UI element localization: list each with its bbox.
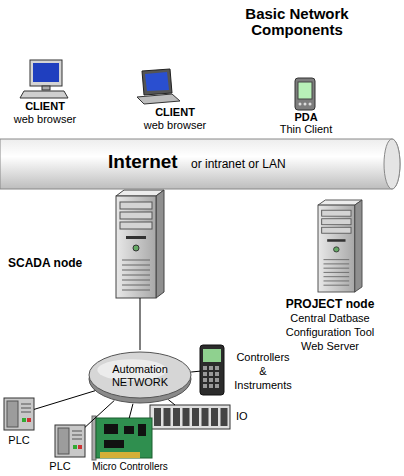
server-node: PROJECT nodeCentral Datbase Configuratio… <box>318 200 362 292</box>
pda-icon <box>295 78 315 110</box>
pda-icon <box>299 103 302 106</box>
desktop-computer-icon <box>42 86 50 90</box>
handheld-controller-icon <box>203 372 207 376</box>
io-rack-icon <box>173 408 180 426</box>
node-label: PROJECT node <box>270 297 390 311</box>
plc-icon <box>55 425 85 457</box>
node-label: CLIENT <box>135 106 215 119</box>
handheld-controller-icon <box>215 372 219 376</box>
network-ellipse <box>89 352 191 398</box>
laptop-icon <box>137 69 180 104</box>
io-rack-icon <box>164 408 171 426</box>
network-tube <box>0 139 400 189</box>
device-node: PLC <box>55 425 85 457</box>
connector-line <box>168 400 175 405</box>
node-label: PLC <box>0 434 39 447</box>
network-band: Internet or intranet or LAN <box>0 138 404 190</box>
handheld-controller-icon <box>215 366 219 370</box>
handheld-controller-icon <box>215 378 219 382</box>
node-label: web browser <box>5 113 85 126</box>
connector-line <box>34 391 95 410</box>
node-label: PLC <box>40 460 80 473</box>
connector-line <box>85 400 114 427</box>
connector-line <box>129 404 133 418</box>
server-icon <box>318 200 362 292</box>
network-tube <box>384 139 400 189</box>
device-node: Controllers & Instruments <box>200 345 224 395</box>
handheld-controller-icon <box>215 384 219 388</box>
plc-icon <box>4 398 34 430</box>
node-label: Central Datbase Configuration Tool Web S… <box>275 311 385 353</box>
node-label: Controllers & Instruments <box>232 350 294 392</box>
circuit-board-icon <box>104 424 118 434</box>
laptop-icon <box>145 72 169 91</box>
network-hub: Automation NETWORK <box>88 350 192 404</box>
device-node: Micro Controllers <box>96 418 152 458</box>
node-label: SCADA node <box>8 256 82 270</box>
desktop-computer-icon <box>20 60 68 98</box>
circuit-board-icon <box>138 424 146 436</box>
handheld-controller-icon <box>203 366 207 370</box>
io-rack-icon <box>202 408 209 426</box>
pda-node: PDAThin Client <box>295 78 315 110</box>
handheld-controller-icon <box>200 345 224 395</box>
connector-line <box>140 298 141 350</box>
io-rack-icon <box>221 408 228 426</box>
device-node: IO <box>150 405 230 429</box>
node-label: Thin Client <box>271 123 341 136</box>
io-rack-icon <box>154 408 161 426</box>
handheld-controller-icon <box>203 349 221 362</box>
node-label: IO <box>236 410 248 423</box>
handheld-controller-icon <box>209 372 213 376</box>
io-rack-icon <box>211 408 218 426</box>
client-icon: CLIENTweb browser <box>22 60 66 98</box>
handheld-controller-icon <box>209 366 213 370</box>
laptop-icon <box>142 69 172 95</box>
circuit-board-icon <box>96 418 152 458</box>
diagram-title: Basic Network Components <box>232 6 362 38</box>
io-rack-icon <box>150 405 230 429</box>
node-label: web browser <box>135 119 215 132</box>
node-label: Micro Controllers <box>80 460 180 473</box>
handheld-controller-icon <box>200 345 224 395</box>
desktop-computer-icon <box>20 91 68 98</box>
desktop-computer-icon <box>33 63 59 82</box>
pda-icon <box>295 78 315 110</box>
node-label: CLIENT <box>5 100 85 113</box>
device-node: PLC <box>4 398 34 430</box>
io-rack-icon <box>183 408 190 426</box>
connector-line <box>191 371 200 373</box>
circuit-board-icon <box>92 416 152 460</box>
handheld-controller-icon <box>203 378 207 382</box>
circuit-board-icon <box>124 426 134 434</box>
io-rack-icon <box>192 408 199 426</box>
circuit-board-icon <box>92 416 96 460</box>
pda-icon <box>309 103 312 106</box>
io-rack-icon <box>150 405 230 429</box>
circuit-board-icon <box>104 440 124 448</box>
pda-icon <box>298 82 312 99</box>
handheld-controller-icon <box>203 384 207 388</box>
node-label: Automation NETWORK <box>100 363 180 389</box>
handheld-controller-icon <box>209 378 213 382</box>
laptop-icon <box>137 94 180 104</box>
server-node: SCADA node <box>116 190 164 298</box>
node-label: or intranet or LAN <box>191 158 286 170</box>
pda-icon <box>304 103 307 106</box>
server-icon <box>116 190 164 298</box>
circuit-board-icon <box>100 452 140 458</box>
node-label: PDA <box>271 111 341 124</box>
handheld-controller-icon <box>209 384 213 388</box>
client-icon: CLIENTweb browser <box>136 70 180 104</box>
node-label: Internet <box>108 152 178 171</box>
desktop-computer-icon <box>30 60 62 86</box>
